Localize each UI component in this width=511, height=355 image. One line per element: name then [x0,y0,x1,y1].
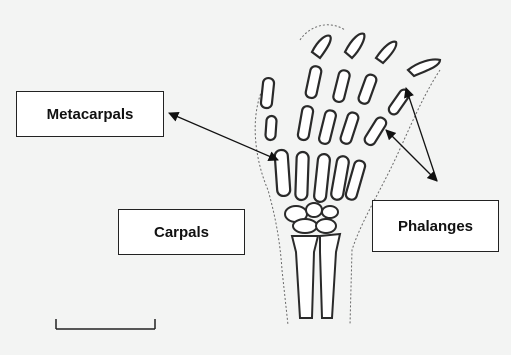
metacarpals-arrow [169,113,278,160]
carpal-4 [293,219,317,233]
carpal-5 [316,219,336,233]
metacarpals-label: Metacarpals [16,91,164,137]
middle-phalanx-3 [357,73,378,105]
metacarpal-bones [274,150,366,203]
thumb-metacarpal-tip [265,116,277,141]
proximal-phalanx-3 [339,111,359,145]
carpal-bones [285,203,338,233]
proximal-phalanx-4 [363,116,388,147]
distal-phalanx-4 [408,59,440,76]
carpal-3 [322,206,338,218]
proximal-phalanx-2 [318,109,337,145]
radius-bone [292,236,318,318]
distal-phalanx-2 [345,34,364,58]
distal-phalanx-3 [376,42,396,63]
middle-phalanx-2 [332,69,350,103]
forearm-bones [292,234,340,318]
thumb-phalanx [260,78,274,109]
middle-phalanges [305,65,411,116]
metacarpal-1 [274,150,290,197]
middle-phalanx-1 [305,65,322,99]
proximal-phalanx-1 [297,105,314,140]
carpal-2 [306,203,322,217]
distal-phalanges [312,34,440,76]
ulna-bone [320,234,340,318]
scale-bar [56,319,155,329]
metacarpal-3 [314,154,331,203]
distal-phalanx-1 [312,36,331,58]
carpals-label: Carpals [118,209,245,255]
metacarpal-2 [295,152,309,200]
phalanges-label: Phalanges [372,200,499,252]
phalanges-arrow-1 [386,130,437,181]
